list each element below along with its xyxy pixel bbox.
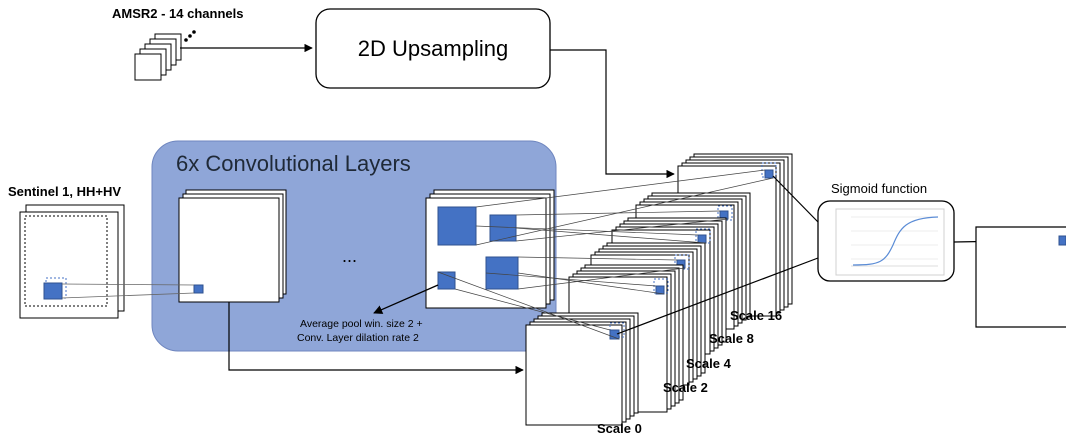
arrow-upsampling-to-scale16: [550, 49, 675, 179]
line-scales-to-sigmoid: [772, 175, 819, 223]
sentinel-label: Sentinel 1, HH+HV: [8, 184, 121, 199]
scale8-label: Scale 8: [709, 331, 754, 346]
amsr2-label: AMSR2 - 14 channels: [112, 6, 244, 21]
ellipsis-dots: ...: [342, 246, 357, 266]
conv-layers-title: 6x Convolutional Layers: [176, 151, 411, 176]
scale0-label: Scale 0: [597, 421, 642, 436]
line-scales-to-sigmoid: [616, 257, 819, 335]
sentinel-input: Sentinel 1, HH+HV: [8, 184, 125, 319]
output-map: [975, 226, 1066, 328]
conv-layer-last: [425, 189, 555, 309]
scale-labels: Scale 16 Scale 8 Scale 4 Scale 2 Scale 0: [597, 308, 782, 436]
amsr2-input: AMSR2 - 14 channels: [112, 6, 244, 81]
scale0-stack: [525, 312, 639, 426]
scale-connection-lines: [437, 169, 774, 340]
amsr2-stack-icon: [134, 30, 196, 81]
pooling-note: Average pool win. size 2 + Conv. Layer d…: [297, 318, 423, 344]
sigmoid-curve-icon: [835, 208, 945, 276]
arrow-pooling-note: [373, 284, 439, 314]
upsampling-block: 2D Upsampling: [315, 8, 551, 89]
sigmoid-label: Sigmoid function: [831, 181, 927, 196]
upsampling-label: 2D Upsampling: [358, 36, 508, 61]
scale16-label: Scale 16: [730, 308, 782, 323]
scale4-label: Scale 4: [686, 356, 732, 371]
pooling-note-line2: Conv. Layer dilation rate 2: [297, 332, 419, 344]
receptive-line: [61, 283, 195, 286]
sigmoid-block: Sigmoid function: [817, 181, 955, 282]
conv-layer-first: [178, 189, 287, 303]
pooling-note-line1: Average pool win. size 2 +: [300, 318, 423, 330]
arrow-conv-to-scale0: [228, 302, 524, 375]
scale2-label: Scale 2: [663, 380, 708, 395]
receptive-line: [61, 292, 195, 299]
